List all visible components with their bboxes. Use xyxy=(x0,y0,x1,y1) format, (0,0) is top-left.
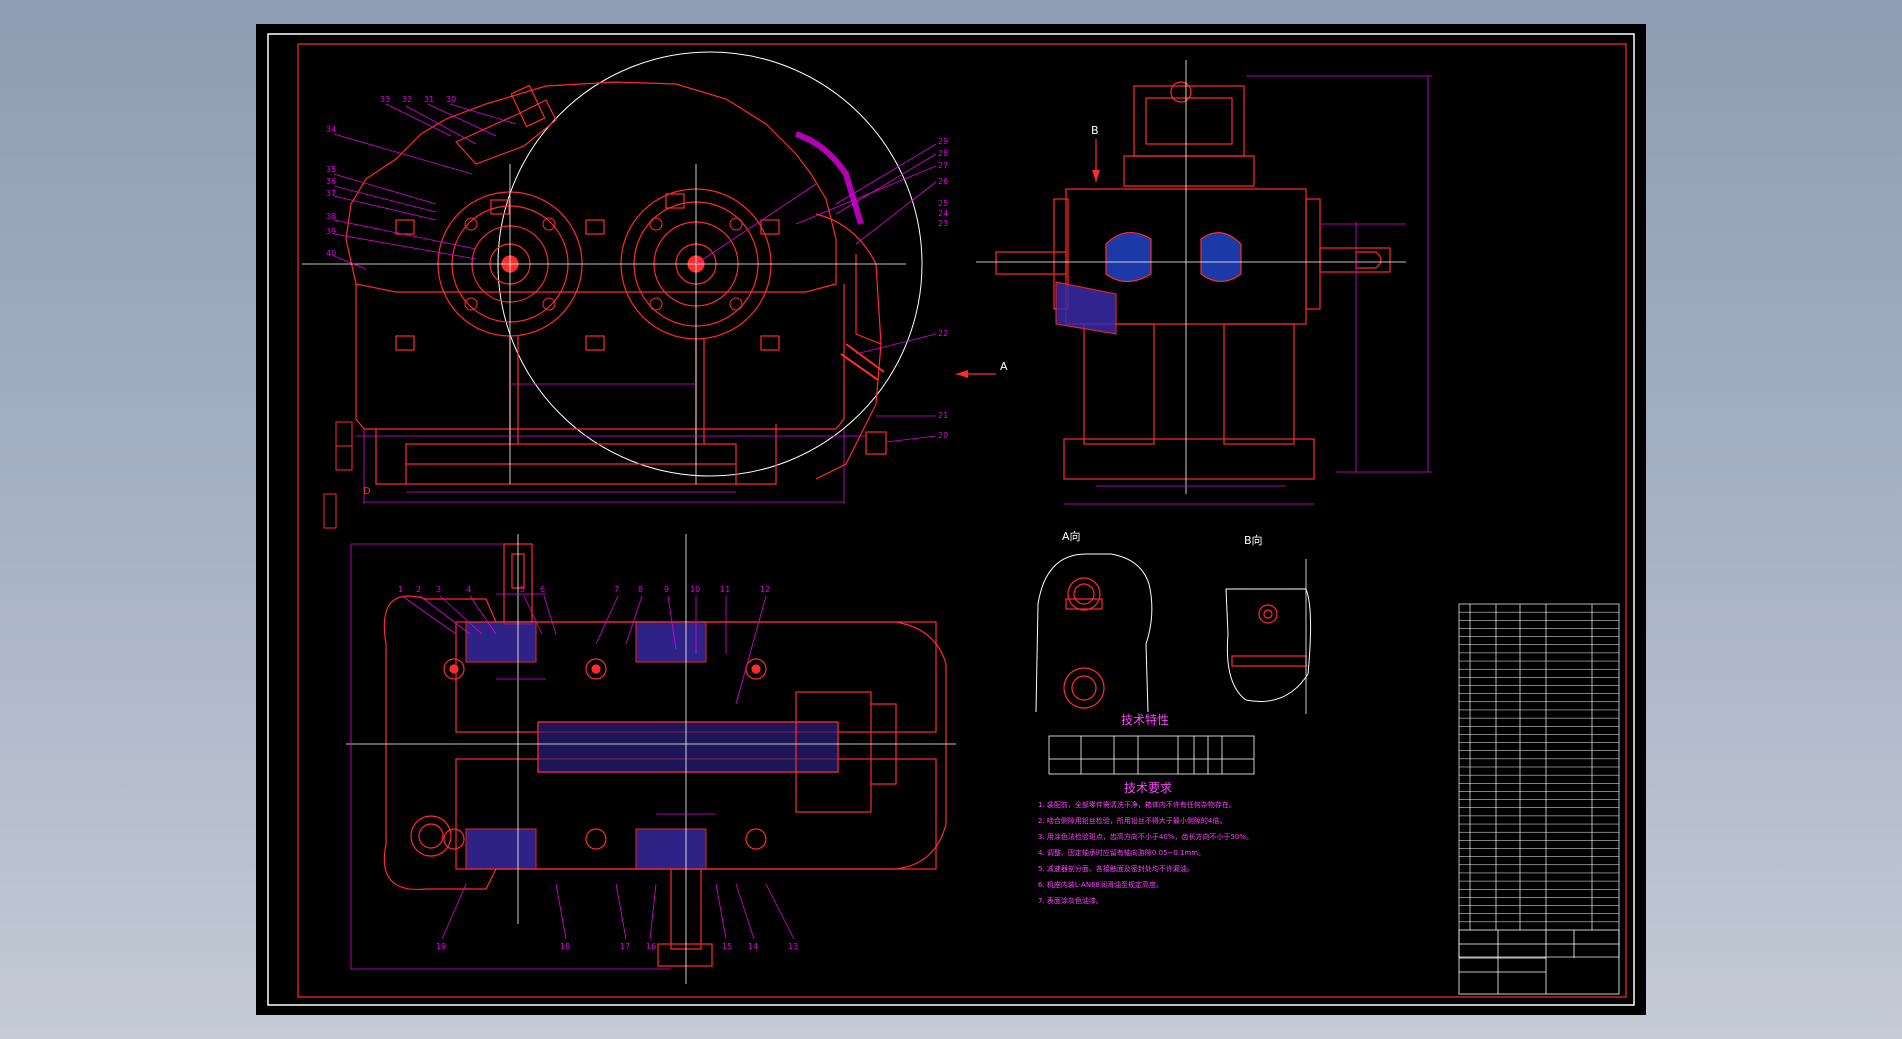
part-number: 10 xyxy=(690,585,700,594)
top-centerlines xyxy=(346,534,956,984)
sheet-inner-frame xyxy=(297,43,1627,998)
part-number: 25 xyxy=(938,199,948,208)
top-view-outline xyxy=(383,595,947,891)
oil-cutaway xyxy=(815,213,882,480)
b-arrow-label: B xyxy=(1091,124,1099,137)
side-view xyxy=(995,81,1391,480)
tech-req-line: 6. 机座内装L-AN68润滑油至规定高度。 xyxy=(1038,880,1163,889)
part-number: 40 xyxy=(326,249,336,258)
top-view xyxy=(383,543,947,967)
part-number: 21 xyxy=(938,411,948,420)
part-number: 1 xyxy=(398,585,403,594)
tech-req-line: 2. 啮合侧隙用铅丝检验，所用铅丝不得大于最小侧隙的4倍。 xyxy=(1038,816,1226,825)
b-view-features xyxy=(1231,559,1307,714)
b-view-title: B向 xyxy=(1244,533,1263,547)
parts-list xyxy=(1458,603,1620,958)
tech-req-title: 技术要求 xyxy=(1124,781,1172,795)
side-centerlines xyxy=(976,60,1406,494)
part-number: 20 xyxy=(938,431,948,440)
part-number: 12 xyxy=(760,585,770,594)
front-leaders xyxy=(333,103,937,443)
part-number: 29 xyxy=(938,137,948,146)
part-number: 35 xyxy=(326,165,336,174)
inspection-cover xyxy=(455,99,557,165)
side-dimensions xyxy=(1064,75,1432,505)
side-detail xyxy=(323,421,353,529)
a-view-title: A向 xyxy=(1062,529,1081,543)
part-number: 19 xyxy=(436,942,446,951)
spec-table xyxy=(1048,735,1255,775)
oil-gauge xyxy=(840,343,885,381)
front-centerlines xyxy=(302,164,906,484)
part-number: 30 xyxy=(446,95,456,104)
part-number: 11 xyxy=(720,585,730,594)
spec-title: 技术特性 xyxy=(1121,712,1169,727)
tech-req-line: 3. 用涂色法检验斑点，齿高方向不小于40%，齿长方向不小于50%。 xyxy=(1038,832,1253,841)
part-number: 6 xyxy=(540,585,545,594)
top-part-numbers: 1 2 3 4 5 6 7 8 9 10 11 12 19 18 17 16 1… xyxy=(398,585,798,951)
part-number: 3 xyxy=(436,585,441,594)
part-number: 7 xyxy=(614,585,619,594)
tech-req-line: 7. 表面涂灰色油漆。 xyxy=(1038,896,1103,905)
part-number: 5 xyxy=(520,585,525,594)
front-view xyxy=(345,51,923,485)
part-number: 16 xyxy=(646,942,656,951)
part-number: 28 xyxy=(938,149,948,158)
tech-req-lines: 1. 装配前，全部零件需清洗干净，箱体内不许有任何杂物存在。 2. 啮合侧隙用铅… xyxy=(1038,800,1253,905)
part-number: 8 xyxy=(638,585,643,594)
part-number: 22 xyxy=(938,329,948,338)
part-number: 23 xyxy=(938,219,948,228)
part-number: 15 xyxy=(722,942,732,951)
tech-req-line: 5. 减速器剖分面、各接触面及密封处均不许漏油。 xyxy=(1038,864,1194,873)
part-number: 13 xyxy=(788,942,798,951)
part-number: 14 xyxy=(748,942,758,951)
part-number: 34 xyxy=(326,125,336,134)
part-number: 39 xyxy=(326,227,336,236)
assembly-drawing: 33 32 31 30 34 35 36 37 38 39 40 29 28 2… xyxy=(267,33,1635,1006)
part-number: 9 xyxy=(664,585,669,594)
a-view-bores xyxy=(1063,577,1105,709)
part-number: 31 xyxy=(424,95,434,104)
part-number: 4 xyxy=(466,585,471,594)
d-label: D xyxy=(363,486,371,497)
front-dimensions xyxy=(356,383,866,504)
a-view-detail xyxy=(1035,553,1153,713)
part-number: 33 xyxy=(380,95,390,104)
top-dimensions xyxy=(350,543,716,970)
parts-list-rows xyxy=(1459,611,1619,923)
part-number: 27 xyxy=(938,161,948,170)
vent-cap xyxy=(1133,85,1245,157)
housing-outline xyxy=(345,81,837,240)
part-number: 26 xyxy=(938,177,948,186)
tech-req-line: 1. 装配前，全部零件需清洗干净，箱体内不许有任何杂物存在。 xyxy=(1038,800,1236,809)
part-number: 2 xyxy=(416,585,421,594)
part-number: 18 xyxy=(560,942,570,951)
part-number: 17 xyxy=(620,942,630,951)
part-number: 24 xyxy=(938,209,948,218)
sheet-outer-frame xyxy=(267,33,1635,1006)
part-number: 32 xyxy=(402,95,412,104)
part-number: 36 xyxy=(326,177,336,186)
b-view-detail xyxy=(1225,588,1312,702)
top-leaders xyxy=(401,595,795,940)
part-number: 38 xyxy=(326,212,336,221)
part-number: 37 xyxy=(326,189,336,198)
a-arrow-label: A xyxy=(1000,360,1008,373)
drawing-sheet: 33 32 31 30 34 35 36 37 38 39 40 29 28 2… xyxy=(256,24,1646,1015)
title-block xyxy=(1458,929,1620,995)
front-part-numbers: 33 32 31 30 34 35 36 37 38 39 40 29 28 2… xyxy=(326,95,948,440)
tech-req-line: 4. 调整、固定轴承时应留有轴向游隙0.05~0.1mm。 xyxy=(1038,848,1205,857)
